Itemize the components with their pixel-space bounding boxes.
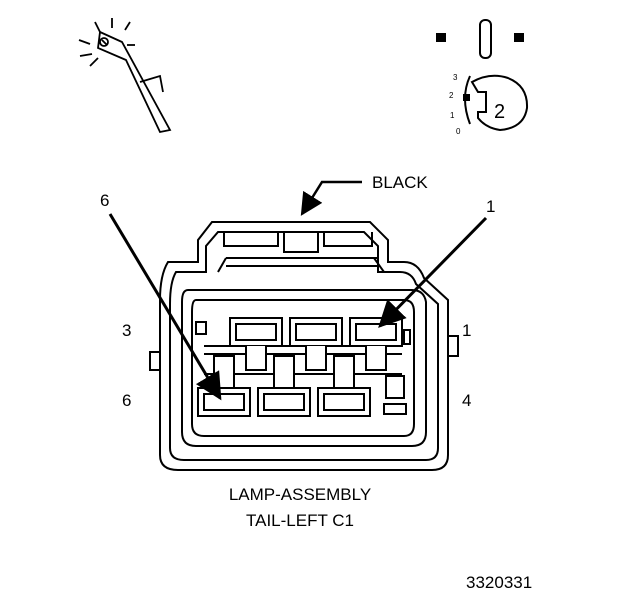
- cavity-4: [317, 355, 371, 417]
- position-tick-1: 1: [450, 111, 455, 120]
- cavity-2: [289, 317, 343, 371]
- color-callout: BLACK: [300, 173, 428, 216]
- pin-1-pointer: 1: [378, 197, 495, 328]
- cavity-1: [349, 317, 403, 371]
- connector-lock-icon: 3 2 1 0 2: [449, 73, 529, 136]
- caption-line-1: LAMP-ASSEMBLY: [229, 485, 371, 504]
- cavity-3: [229, 317, 283, 371]
- position-value: 2: [494, 101, 505, 123]
- cavity-6: [197, 355, 251, 417]
- pin-6-pointer: 6: [100, 191, 222, 401]
- color-label: BLACK: [372, 173, 428, 192]
- position-tick-0: 0: [456, 127, 461, 136]
- cavity-label-3: 3: [122, 321, 131, 340]
- cavity-label-6: 6: [122, 391, 131, 410]
- cavity-row-bottom: [197, 355, 371, 417]
- position-tick-3: 3: [453, 73, 458, 82]
- test-probe-icon: [78, 18, 172, 134]
- figure-number: 3320331: [466, 573, 532, 592]
- pin-1-pointer-label: 1: [486, 197, 495, 216]
- cavity-label-4: 4: [462, 391, 471, 410]
- terminal-orientation-icon: [436, 19, 524, 59]
- position-tick-2: 2: [449, 91, 454, 100]
- cavity-row-top: [229, 317, 403, 371]
- pin-6-pointer-label: 6: [100, 191, 109, 210]
- cavity-5: [257, 355, 311, 417]
- caption-line-2: TAIL-LEFT C1: [246, 511, 354, 530]
- cavity-label-1: 1: [462, 321, 471, 340]
